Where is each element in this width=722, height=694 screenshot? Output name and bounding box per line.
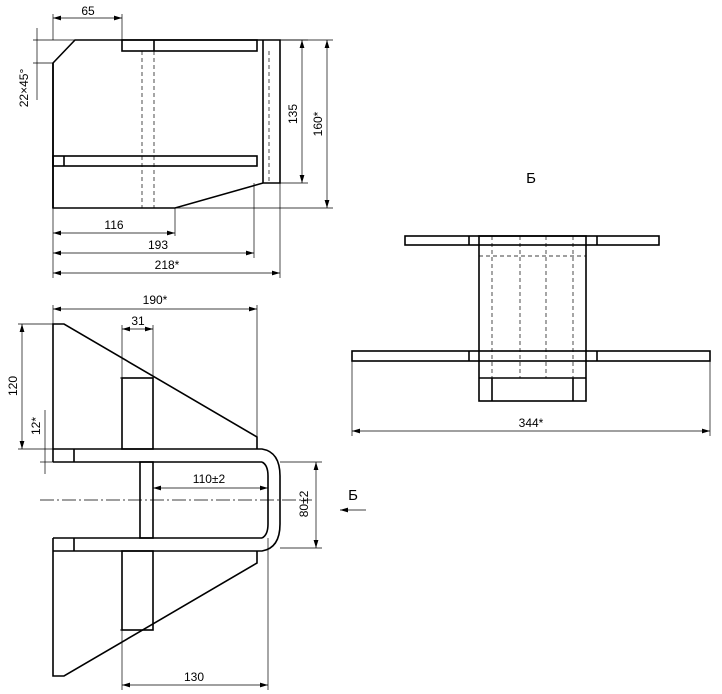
dim-chamfer-label: 22×45° — [17, 69, 31, 108]
dim-65: 65 — [52, 4, 123, 40]
dim-218-label: 218* — [155, 258, 180, 272]
front-view — [52, 39, 281, 209]
dim-116-label: 116 — [104, 218, 123, 232]
dim-218: 218* — [53, 183, 281, 278]
dim-110-label: 110±2 — [193, 472, 226, 486]
dim-110: 110±2 — [153, 472, 268, 491]
view-arrow-b: Б — [340, 487, 366, 513]
dim-190-label: 190* — [143, 293, 168, 307]
dim-31: 31 — [121, 314, 154, 378]
dim-120-label: 120 — [6, 376, 20, 396]
section-b-title: Б — [526, 170, 536, 187]
dim-65-label: 65 — [81, 4, 95, 18]
dim-80: 80±2 — [280, 461, 322, 549]
dim-135-label: 135 — [286, 104, 300, 124]
dim-135: 135 — [280, 39, 308, 184]
dim-12: 12* — [29, 410, 53, 474]
dim-193-label: 193 — [148, 238, 168, 252]
dim-344-label: 344* — [519, 416, 544, 430]
view-b — [351, 235, 711, 402]
dim-chamfer: 22×45° — [17, 28, 75, 107]
dim-130-label: 130 — [184, 670, 204, 684]
dim-190: 190* — [52, 293, 258, 449]
dim-130: 130 — [121, 538, 269, 690]
dim-344: 344* — [351, 361, 711, 436]
dim-12-label: 12* — [29, 417, 43, 435]
dim-116: 116 — [52, 208, 176, 278]
dim-120: 120 — [6, 323, 64, 450]
dim-31-label: 31 — [131, 314, 145, 328]
dim-160: 160* — [175, 39, 333, 209]
view-arrow-b-label: Б — [348, 487, 358, 504]
plan-view — [40, 323, 312, 677]
dim-160-label: 160* — [311, 111, 325, 136]
dim-80-label: 80±2 — [297, 490, 311, 517]
dim-193: 193 — [53, 183, 255, 258]
